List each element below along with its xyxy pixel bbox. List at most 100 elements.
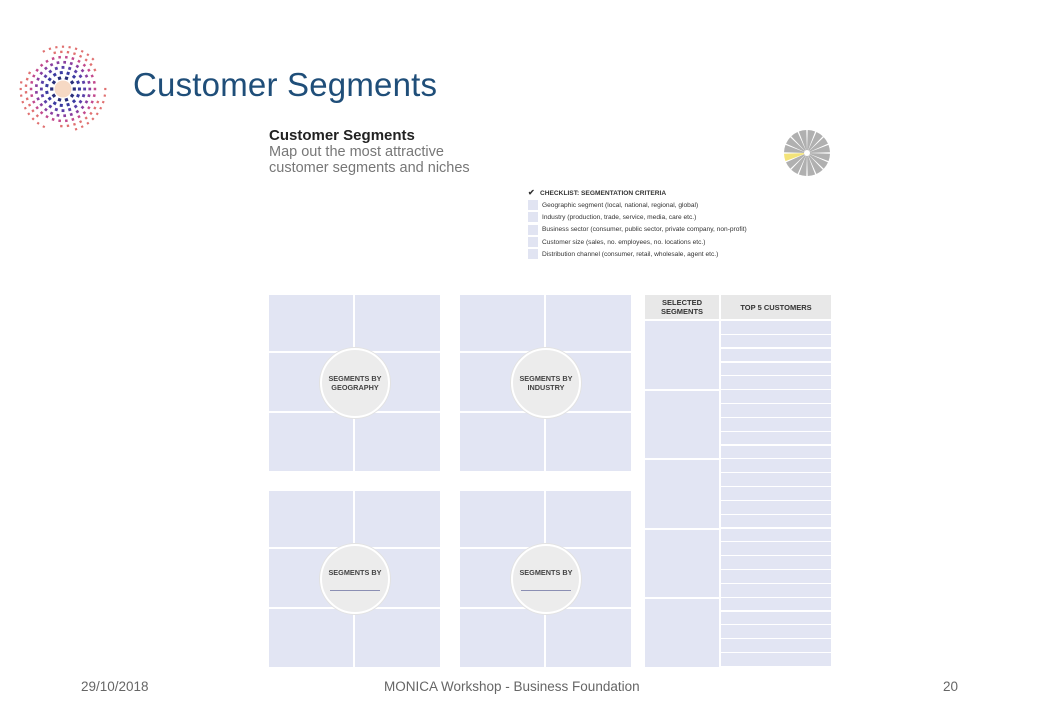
wheel-segment <box>807 153 828 169</box>
wheel-segment <box>807 144 830 153</box>
checklist-item-label: Customer size (sales, no. employees, no.… <box>542 238 706 246</box>
quadrant-cell[interactable] <box>269 609 353 667</box>
customer-row[interactable] <box>721 348 831 362</box>
wheel-segment <box>798 153 807 176</box>
quadrant-cell[interactable] <box>355 413 440 471</box>
customer-row[interactable] <box>721 473 831 486</box>
checklist-item[interactable]: Geographic segment (local, national, reg… <box>528 199 747 211</box>
wheel-segment <box>807 153 823 174</box>
segment-circle: SEGMENTS BY INDUSTRY <box>511 348 581 418</box>
quadrant-cell[interactable] <box>460 295 544 351</box>
selected-segment-cell[interactable] <box>645 529 719 598</box>
quadrant-cell[interactable] <box>546 609 631 667</box>
customer-row[interactable] <box>721 597 831 611</box>
customer-row[interactable] <box>721 459 831 473</box>
customer-row[interactable] <box>721 570 831 583</box>
checklist-item-label: Business sector (consumer, public sector… <box>542 226 747 234</box>
customer-row[interactable] <box>721 653 831 666</box>
segment-circle: SEGMENTS BY GEOGRAPHY <box>320 348 390 418</box>
checklist-item-label: Distribution channel (consumer, retail, … <box>542 250 719 258</box>
segment-label: SEGMENTS BY INDUSTRY <box>519 374 573 392</box>
customer-row[interactable] <box>721 417 831 431</box>
quadrant-custom-1: SEGMENTS BY <box>269 491 440 667</box>
wheel-segment <box>786 153 807 169</box>
selected-segment-cell[interactable] <box>645 390 719 459</box>
wheel-segment <box>807 153 816 176</box>
checkbox[interactable] <box>528 249 538 260</box>
wheel-segment <box>791 132 807 153</box>
segment-label: SEGMENTS BY GEOGRAPHY <box>328 374 382 392</box>
customer-row[interactable] <box>721 431 831 445</box>
checkmark-icon: ✔ <box>528 188 535 197</box>
customer-row[interactable] <box>721 321 831 334</box>
wheel-segment <box>807 132 823 153</box>
quadrant-cell[interactable] <box>355 295 440 351</box>
fill-in-line[interactable] <box>330 590 380 591</box>
top-customers-header: TOP 5 CUSTOMERS <box>721 295 831 319</box>
customer-row[interactable] <box>721 542 831 556</box>
quadrant-cell[interactable] <box>355 609 440 667</box>
checklist-item[interactable]: Business sector (consumer, public sector… <box>528 224 747 236</box>
quadrant-cell[interactable] <box>546 491 631 547</box>
checklist-item[interactable]: Customer size (sales, no. employees, no.… <box>528 236 747 248</box>
fill-in-line[interactable] <box>521 590 571 591</box>
quadrant-cell[interactable] <box>460 491 544 547</box>
segment-label: SEGMENTS BY <box>328 568 382 577</box>
checklist-item[interactable]: Industry (production, trade, service, me… <box>528 211 747 223</box>
quadrant-cell[interactable] <box>269 413 353 471</box>
customer-row[interactable] <box>721 487 831 500</box>
checklist-item-label: Industry (production, trade, service, me… <box>542 213 697 221</box>
wheel-segment <box>807 153 830 162</box>
customer-row[interactable] <box>721 514 831 528</box>
customer-row[interactable] <box>721 376 831 389</box>
customer-row[interactable] <box>721 528 831 542</box>
customer-row[interactable] <box>721 334 831 348</box>
quadrant-cell[interactable] <box>546 295 631 351</box>
checklist-item-label: Geographic segment (local, national, reg… <box>542 201 699 209</box>
quadrant-cell[interactable] <box>269 295 353 351</box>
customer-row[interactable] <box>721 625 831 639</box>
checklist-heading: ✔ CHECKLIST: SEGMENTATION CRITERIA <box>528 186 747 199</box>
selected-segments-header: SELECTED SEGMENTS <box>645 295 719 319</box>
wheel-segment <box>784 144 807 153</box>
checklist-heading-text: CHECKLIST: SEGMENTATION CRITERIA <box>540 190 667 197</box>
quadrant-cell[interactable] <box>269 491 353 547</box>
quadrant-cell[interactable] <box>355 491 440 547</box>
slide-title: Customer Segments <box>133 66 438 103</box>
quadrant-cell[interactable] <box>460 609 544 667</box>
wheel-segment <box>786 137 807 153</box>
checkbox[interactable] <box>528 224 538 235</box>
quadrant-cell[interactable] <box>546 413 631 471</box>
footer-center: MONICA Workshop - Business Foundation <box>384 679 640 694</box>
customer-row[interactable] <box>721 362 831 376</box>
monica-logo <box>19 45 107 131</box>
canvas-title: Customer Segments <box>269 127 415 144</box>
customer-row[interactable] <box>721 611 831 625</box>
selected-segment-cell[interactable] <box>645 599 719 667</box>
quadrant-industry: SEGMENTS BY INDUSTRY <box>460 295 631 471</box>
page-number: 20 <box>943 679 959 694</box>
quadrant-geography: SEGMENTS BY GEOGRAPHY <box>269 295 440 471</box>
quadrant-custom-2: SEGMENTS BY <box>460 491 631 667</box>
quadrant-cell[interactable] <box>460 413 544 471</box>
customer-row[interactable] <box>721 556 831 569</box>
segmentation-checklist: ✔ CHECKLIST: SEGMENTATION CRITERIA Geogra… <box>528 186 747 260</box>
wheel-segment <box>807 137 828 153</box>
segment-circle: SEGMENTS BY <box>320 544 390 614</box>
segment-circle: SEGMENTS BY <box>511 544 581 614</box>
wheel-segment <box>784 153 807 162</box>
customer-row[interactable] <box>721 639 831 652</box>
checkbox[interactable] <box>528 212 538 223</box>
customer-row[interactable] <box>721 583 831 597</box>
wheel-segment <box>807 130 816 153</box>
customer-row[interactable] <box>721 390 831 403</box>
customer-row[interactable] <box>721 404 831 417</box>
selected-segment-cell[interactable] <box>645 321 719 389</box>
checklist-item[interactable]: Distribution channel (consumer, retail, … <box>528 248 747 260</box>
footer-date: 29/10/2018 <box>81 679 149 694</box>
customer-row[interactable] <box>721 445 831 459</box>
checkbox[interactable] <box>528 237 538 248</box>
selected-segment-cell[interactable] <box>645 460 719 528</box>
checkbox[interactable] <box>528 200 538 211</box>
customer-row[interactable] <box>721 500 831 514</box>
